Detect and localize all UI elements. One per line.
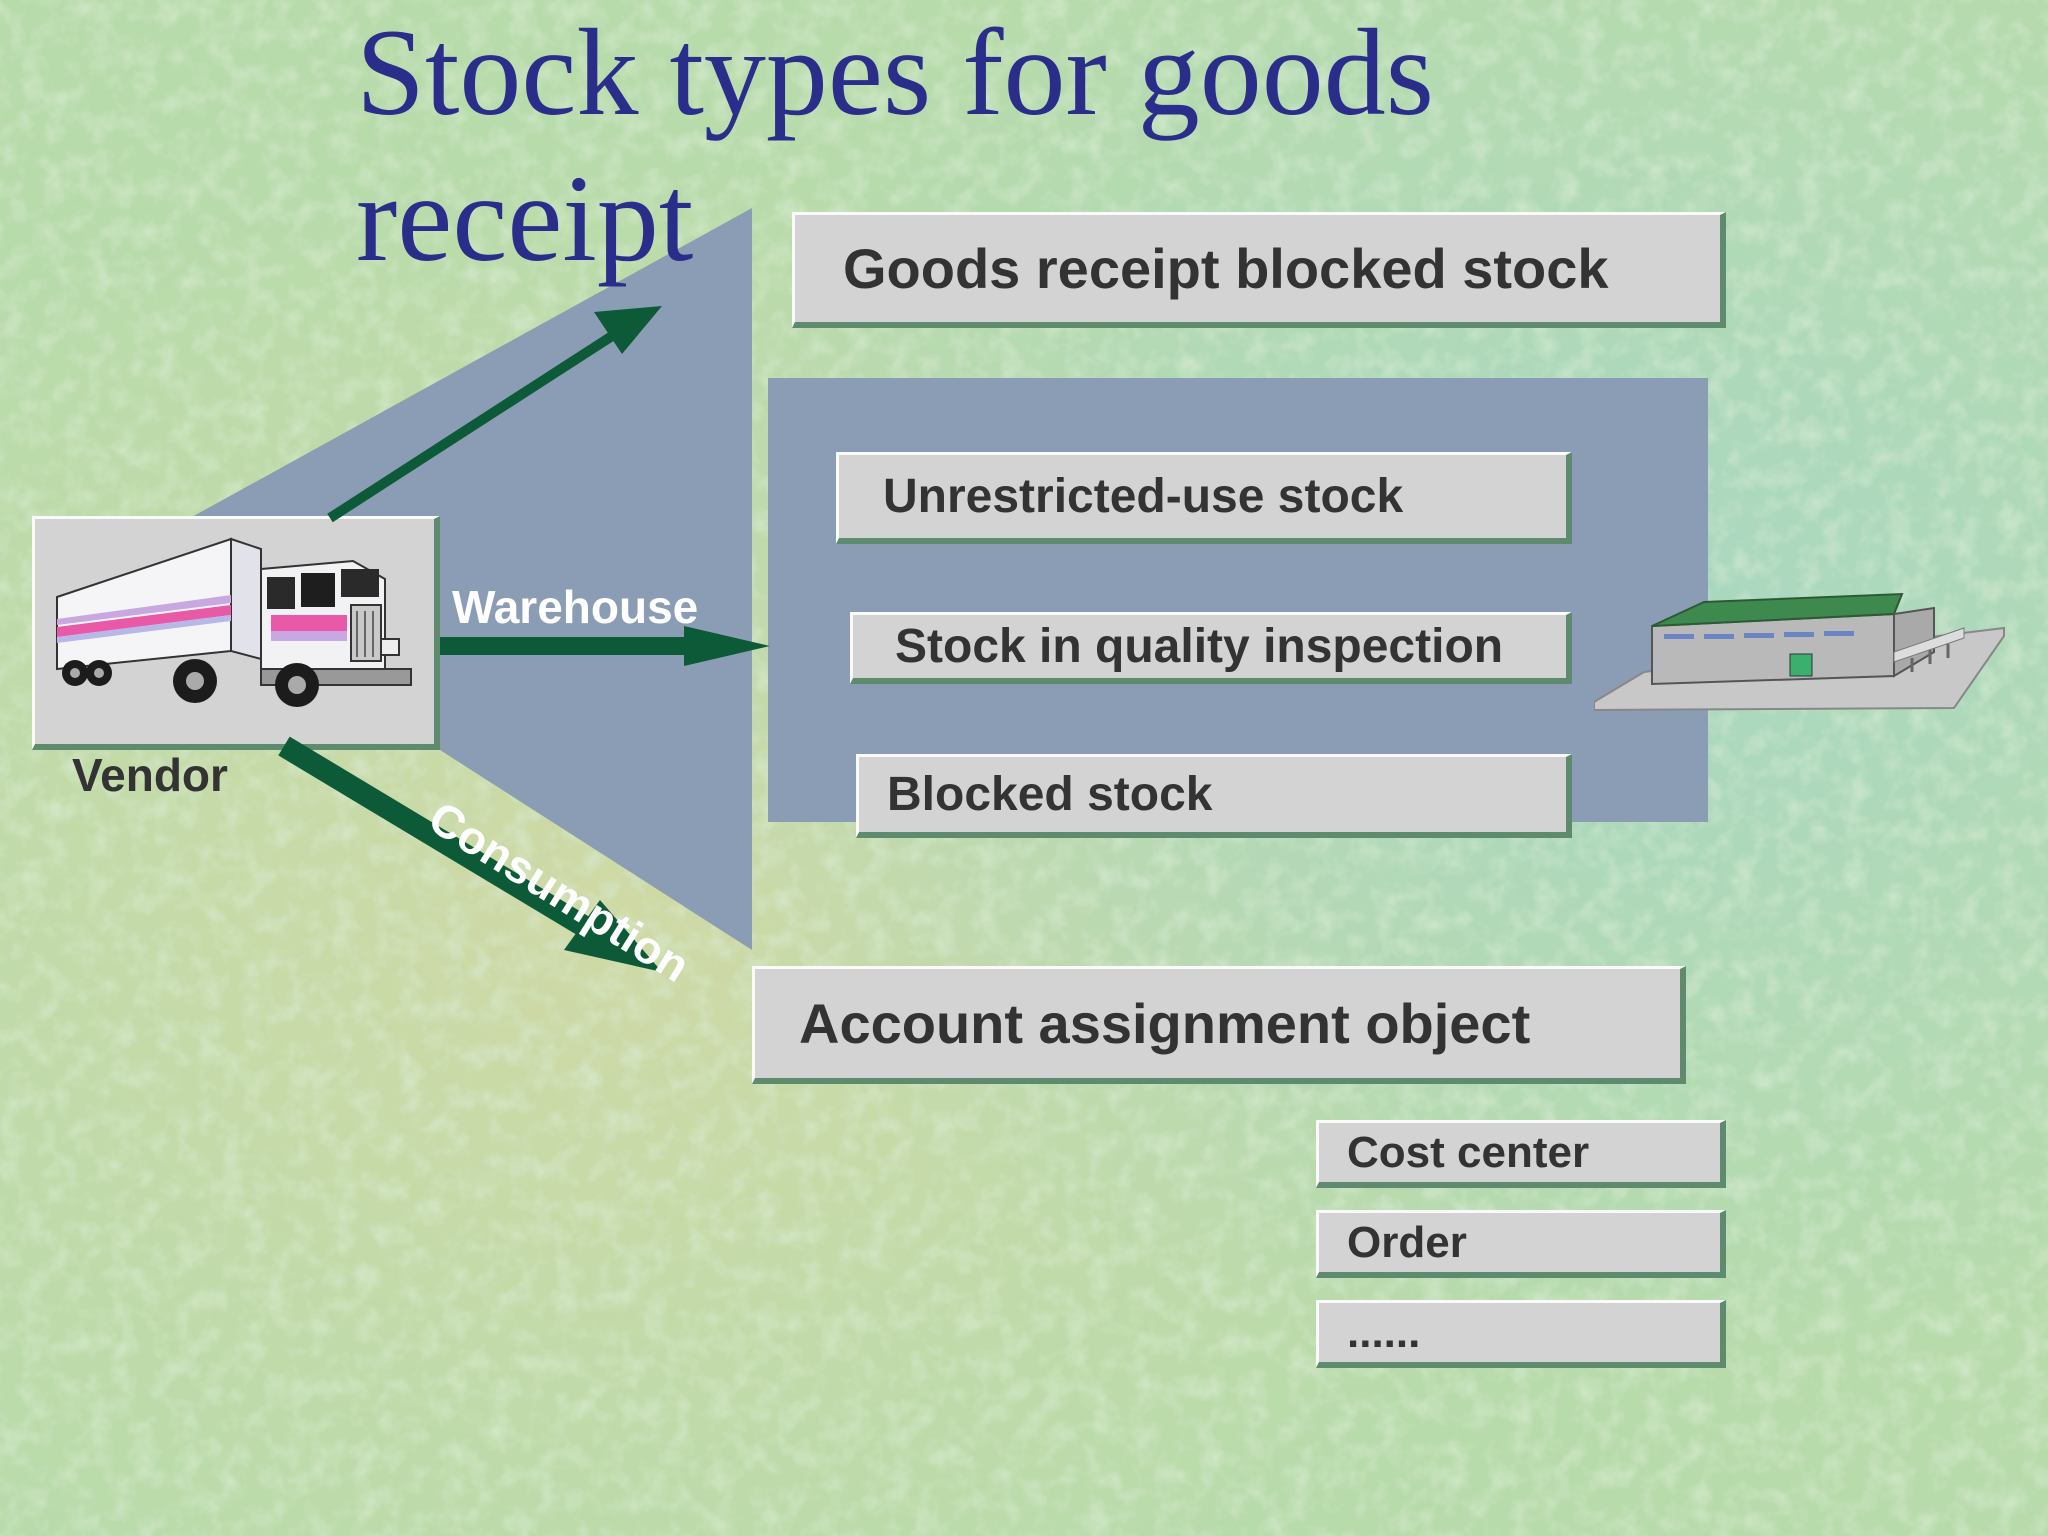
truck-icon bbox=[56, 537, 412, 707]
gr-blocked-stock-box: Goods receipt blocked stock bbox=[792, 212, 1726, 328]
unrestricted-stock-label: Unrestricted-use stock bbox=[883, 470, 1404, 523]
order-box: Order bbox=[1316, 1210, 1726, 1278]
blocked-stock-box: Blocked stock bbox=[856, 754, 1572, 838]
order-label: Order bbox=[1347, 1217, 1467, 1267]
warehouse-building-icon bbox=[1594, 592, 2005, 712]
account-assignment-label: Account assignment object bbox=[799, 992, 1531, 1055]
vendor-label: Vendor bbox=[72, 749, 228, 801]
vendor-truck-box bbox=[32, 516, 440, 750]
slide-title: Stock types for goods receipt bbox=[356, 4, 1435, 287]
unrestricted-stock-box: Unrestricted-use stock bbox=[836, 452, 1572, 544]
blocked-stock-label: Blocked stock bbox=[887, 768, 1213, 821]
more-box: ...... bbox=[1316, 1300, 1726, 1368]
cost-center-box: Cost center bbox=[1316, 1120, 1726, 1188]
account-assignment-box: Account assignment object bbox=[752, 966, 1686, 1084]
more-label: ...... bbox=[1347, 1307, 1421, 1357]
quality-inspection-stock-box: Stock in quality inspection bbox=[850, 612, 1572, 684]
gr-blocked-stock-label: Goods receipt blocked stock bbox=[843, 237, 1609, 300]
warehouse-arrow-label: Warehouse bbox=[452, 581, 699, 633]
cost-center-label: Cost center bbox=[1347, 1127, 1590, 1177]
quality-inspection-stock-label: Stock in quality inspection bbox=[895, 620, 1504, 673]
